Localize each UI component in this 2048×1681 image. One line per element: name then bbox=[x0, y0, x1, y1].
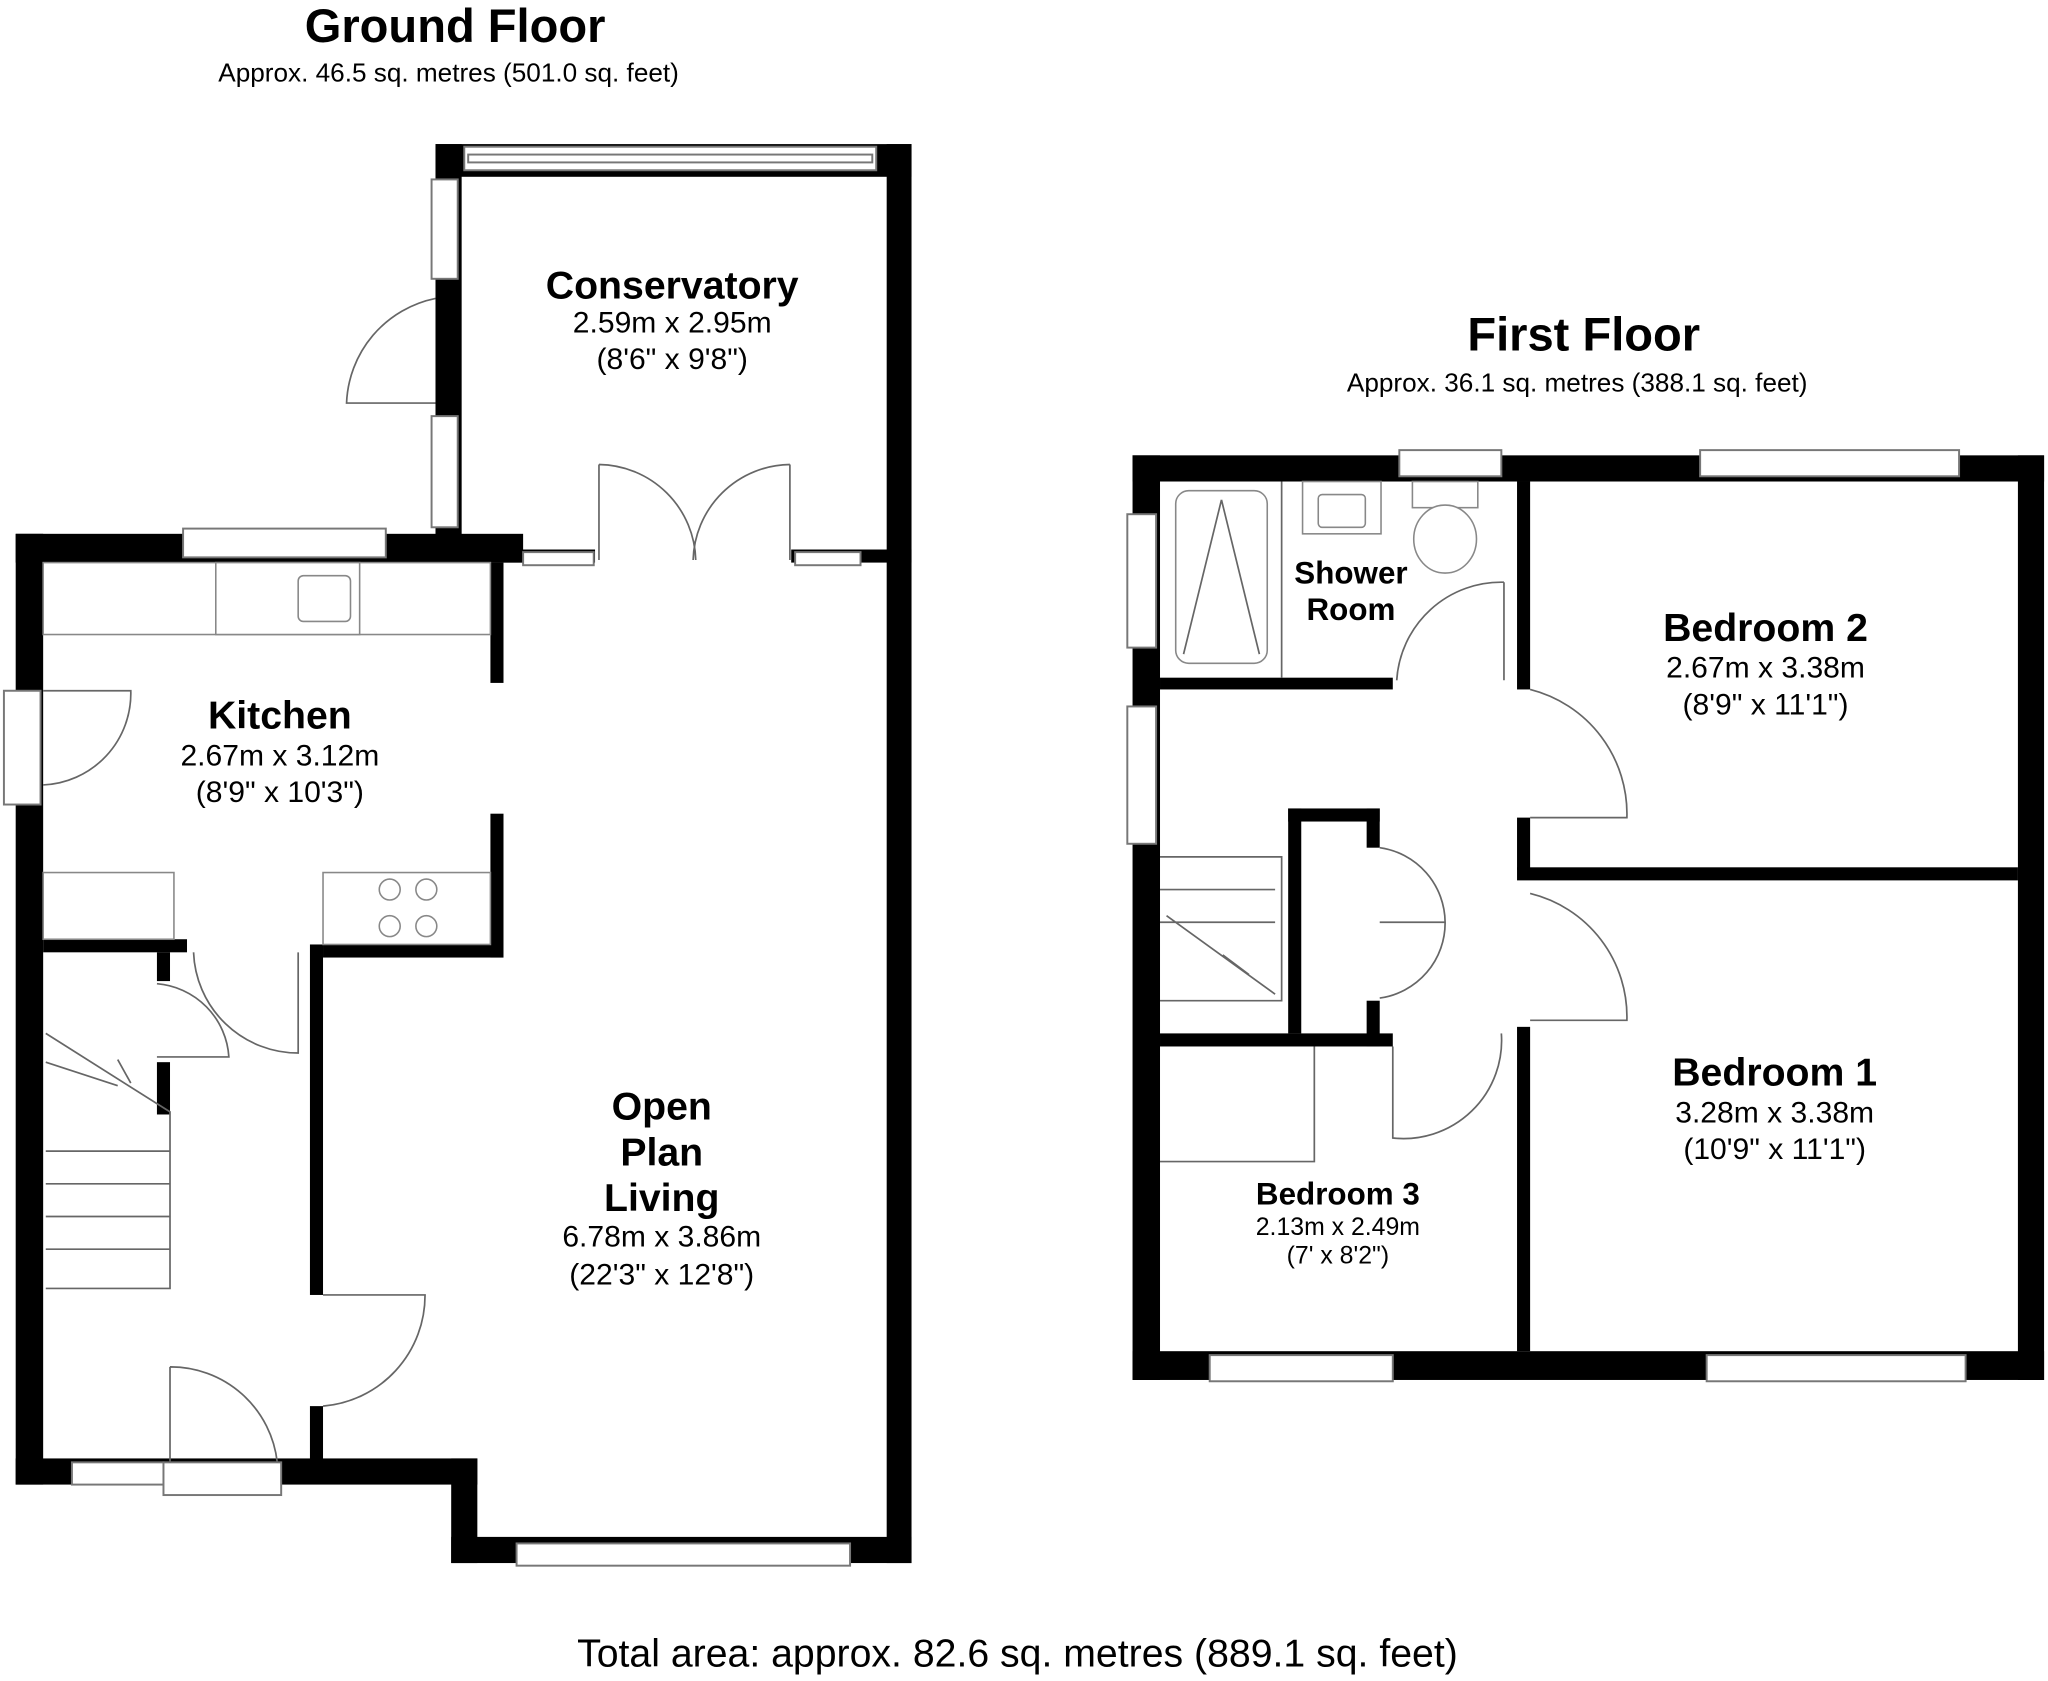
kitchen-label: Kitchen bbox=[208, 694, 352, 738]
ground-floor-title: Ground Floor bbox=[305, 0, 606, 52]
bedroom3-label: Bedroom 3 bbox=[1256, 1177, 1420, 1212]
kitchen-metric: 2.67m x 3.12m bbox=[180, 739, 379, 772]
staircase bbox=[45, 1032, 171, 1290]
first-floor-plan: First Floor Approx. 36.1 sq. metres (388… bbox=[1126, 308, 2045, 1383]
conservatory-label: Conservatory bbox=[546, 263, 799, 307]
bedroom3-imperial: (7' x 8'2") bbox=[1287, 1243, 1389, 1270]
living-metric: 6.78m x 3.86m bbox=[562, 1221, 761, 1254]
first-floor-title: First Floor bbox=[1467, 308, 1700, 361]
ground-floor-plan: Ground Floor Approx. 46.5 sq. metres (50… bbox=[2, 0, 912, 1567]
bedroom1-imperial: (10'9" x 11'1") bbox=[1683, 1133, 1866, 1166]
conservatory-imperial: (8'6" x 9'8") bbox=[596, 343, 747, 376]
total-area: Total area: approx. 82.6 sq. metres (889… bbox=[577, 1631, 1458, 1675]
shower-room-label-line2: Room bbox=[1307, 592, 1396, 627]
conservatory-metric: 2.59m x 2.95m bbox=[573, 306, 772, 339]
shower-room-label-line1: Shower bbox=[1294, 556, 1407, 591]
bedroom2-label: Bedroom 2 bbox=[1663, 606, 1868, 650]
living-label-line2: Plan bbox=[620, 1130, 703, 1174]
bedroom3-metric: 2.13m x 2.49m bbox=[1256, 1214, 1420, 1241]
living-label-line3: Living bbox=[604, 1176, 719, 1220]
kitchen-imperial: (8'9" x 10'3") bbox=[196, 776, 364, 809]
living-label-line1: Open bbox=[612, 1085, 712, 1129]
bedroom2-imperial: (8'9" x 11'1") bbox=[1683, 688, 1849, 721]
bedroom1-metric: 3.28m x 3.38m bbox=[1675, 1096, 1874, 1129]
first-floor-area: Approx. 36.1 sq. metres (388.1 sq. feet) bbox=[1347, 367, 1808, 397]
living-imperial: (22'3" x 12'8") bbox=[569, 1258, 754, 1291]
ground-floor-area: Approx. 46.5 sq. metres (501.0 sq. feet) bbox=[218, 57, 679, 87]
bedroom2-metric: 2.67m x 3.38m bbox=[1666, 652, 1865, 685]
bedroom1-label: Bedroom 1 bbox=[1672, 1051, 1877, 1095]
